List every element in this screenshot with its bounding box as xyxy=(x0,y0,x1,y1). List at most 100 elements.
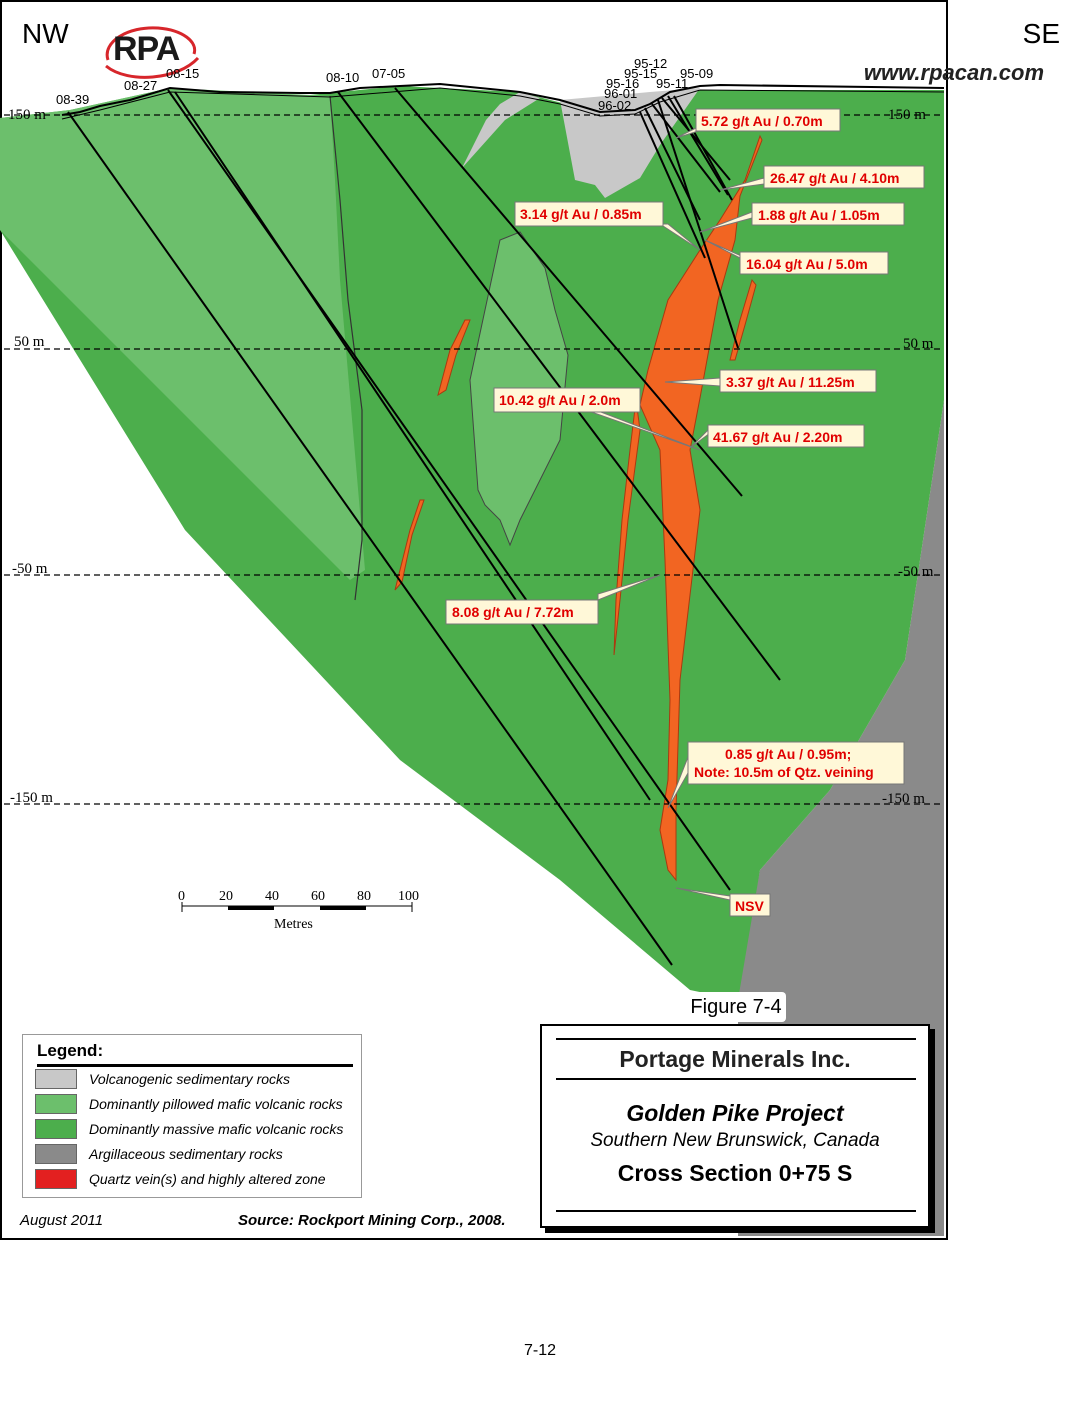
drill-hole-label: 08-27 xyxy=(124,78,157,93)
cross-section-figure: 150 m 150 m 50 m 50 m -50 m -50 m -150 m… xyxy=(0,0,1060,1240)
drill-hole-label: 96-01 xyxy=(604,86,637,101)
elevation-label-left: -150 m xyxy=(10,790,53,806)
assay-callout: 0.85 g/t Au / 0.95m; xyxy=(725,746,851,762)
drill-hole-label: 08-10 xyxy=(326,70,359,85)
drill-hole-label: 95-15 xyxy=(624,66,657,81)
drill-hole-label: 95-09 xyxy=(680,66,713,81)
drill-hole-label: 95-12 xyxy=(634,56,667,71)
legend-label: Argillaceous sedimentary rocks xyxy=(89,1146,283,1162)
drill-hole-label: 07-05 xyxy=(372,66,405,81)
section-name: Cross Section 0+75 S xyxy=(617,1160,853,1186)
logo-text: RPA xyxy=(113,30,180,68)
assay-callout: 8.08 g/t Au / 7.72m xyxy=(452,604,574,620)
legend-label: Volcanogenic sedimentary rocks xyxy=(89,1071,291,1087)
assay-callout-box xyxy=(751,202,905,226)
elevation-label-left: 150 m xyxy=(8,107,46,123)
legend-swatch xyxy=(35,1069,77,1089)
drill-hole-95-12 xyxy=(661,97,731,181)
scale-tick: 80 xyxy=(357,889,371,904)
drill-hole-96-02 xyxy=(639,111,706,259)
assay-callout-box xyxy=(763,165,925,189)
assay-callout: NSV xyxy=(735,898,764,914)
assay-callout-note: Note: 10.5m of Qtz. veining xyxy=(694,764,874,780)
pillowed-mafic-unit xyxy=(0,88,365,580)
drill-hole-label: 96-02 xyxy=(598,98,631,113)
drill-holes xyxy=(67,87,781,966)
rpa-logo-icon xyxy=(105,26,200,79)
scale-unit: Metres xyxy=(274,917,313,932)
elevation-label-right: -150 m xyxy=(882,791,925,807)
page-number: 7-12 xyxy=(524,1342,557,1359)
title-divider xyxy=(556,1038,916,1040)
assay-callout-box xyxy=(719,369,877,393)
website-link[interactable]: www.rpacan.com xyxy=(863,60,1044,85)
drill-hole-95-11 xyxy=(667,95,729,196)
assay-callout-box xyxy=(707,424,865,448)
legend-item: Volcanogenic sedimentary rocks xyxy=(35,1069,355,1091)
drill-hole-08-10 xyxy=(337,91,781,681)
drill-hole-08-15 xyxy=(174,91,651,801)
assay-callout-box xyxy=(514,201,664,227)
legend-divider xyxy=(37,1064,353,1067)
assay-callout: 3.37 g/t Au / 11.25m xyxy=(726,374,855,390)
quartz-vein-splay xyxy=(729,278,757,361)
project-name: Golden Pike Project xyxy=(626,1100,844,1126)
volcanogenic-sediment-upper xyxy=(462,92,540,168)
assay-callout: 10.42 g/t Au / 2.0m xyxy=(499,392,621,408)
drill-hole-08-39 xyxy=(67,111,673,966)
quartz-vein-main xyxy=(639,134,763,882)
assay-callout: 5.72 g/t Au / 0.70m xyxy=(701,113,823,129)
title-block: Portage Minerals Inc. Golden Pike Projec… xyxy=(540,1024,930,1228)
assay-callout-box xyxy=(729,893,771,917)
assay-callout-box xyxy=(445,599,599,625)
elevation-label-right: -50 m xyxy=(898,564,934,580)
drill-hole-label: 08-39 xyxy=(56,92,89,107)
legend-item: Dominantly pillowed mafic volcanic rocks xyxy=(35,1094,355,1116)
scale-tick: 100 xyxy=(398,889,419,904)
drill-hole-95-15 xyxy=(657,99,739,349)
assay-callout-box xyxy=(687,741,905,785)
legend-swatch xyxy=(35,1169,77,1189)
assay-callout-box xyxy=(739,251,889,275)
drill-hole-label: 08-15 xyxy=(166,66,199,81)
elevation-label-left: -50 m xyxy=(12,561,48,577)
drill-hole-07-05 xyxy=(394,87,743,497)
elevation-label-left: 50 m xyxy=(14,334,45,350)
legend-label: Dominantly pillowed mafic volcanic rocks xyxy=(89,1096,343,1112)
assay-callout-box xyxy=(493,387,641,413)
drill-hole-95-09 xyxy=(673,95,733,201)
drill-hole-label: 95-11 xyxy=(656,76,688,91)
drill-hole-08-27 xyxy=(167,89,731,891)
assay-callout: 16.04 g/t Au / 5.0m xyxy=(746,256,868,272)
assay-callout: 3.14 g/t Au / 0.85m xyxy=(520,206,642,222)
scale-tick: 60 xyxy=(311,889,325,904)
legend-item: Dominantly massive mafic volcanic rocks xyxy=(35,1119,355,1141)
drill-hole-label: 95-16 xyxy=(606,76,639,91)
elevation-label-right: 150 m xyxy=(888,107,926,123)
project-location: Southern New Brunswick, Canada xyxy=(590,1130,880,1151)
legend-swatch xyxy=(35,1094,77,1114)
legend-swatch xyxy=(35,1119,77,1139)
figure-source: Source: Rockport Mining Corp., 2008. xyxy=(238,1212,506,1229)
assay-callout: 26.47 g/t Au / 4.10m xyxy=(770,170,899,186)
scale-bar xyxy=(181,902,413,912)
title-divider xyxy=(556,1210,916,1212)
assay-callout: 41.67 g/t Au / 2.20m xyxy=(713,429,842,445)
legend-swatch xyxy=(35,1144,77,1164)
scale-tick: 20 xyxy=(219,889,233,904)
legend-title: Legend: xyxy=(37,1041,104,1060)
legend: Legend: Volcanogenic sedimentary rocks D… xyxy=(22,1034,362,1198)
legend-item: Quartz vein(s) and highly altered zone xyxy=(35,1169,355,1191)
quartz-vein-small-1 xyxy=(437,319,471,397)
legend-label: Dominantly massive mafic volcanic rocks xyxy=(89,1121,344,1137)
legend-label: Quartz vein(s) and highly altered zone xyxy=(89,1171,326,1187)
company-name: Portage Minerals Inc. xyxy=(619,1046,851,1072)
figure-label: Figure 7-4 xyxy=(686,992,786,1022)
cross-section-diagram: 150 m 150 m 50 m 50 m -50 m -50 m -150 m… xyxy=(0,56,944,1236)
scale-tick: 40 xyxy=(265,889,279,904)
legend-item: Argillaceous sedimentary rocks xyxy=(35,1144,355,1166)
figure-date: August 2011 xyxy=(20,1212,104,1229)
elevation-label-right: 50 m xyxy=(903,336,934,352)
assay-callout-box xyxy=(695,108,841,132)
title-divider xyxy=(556,1078,916,1080)
